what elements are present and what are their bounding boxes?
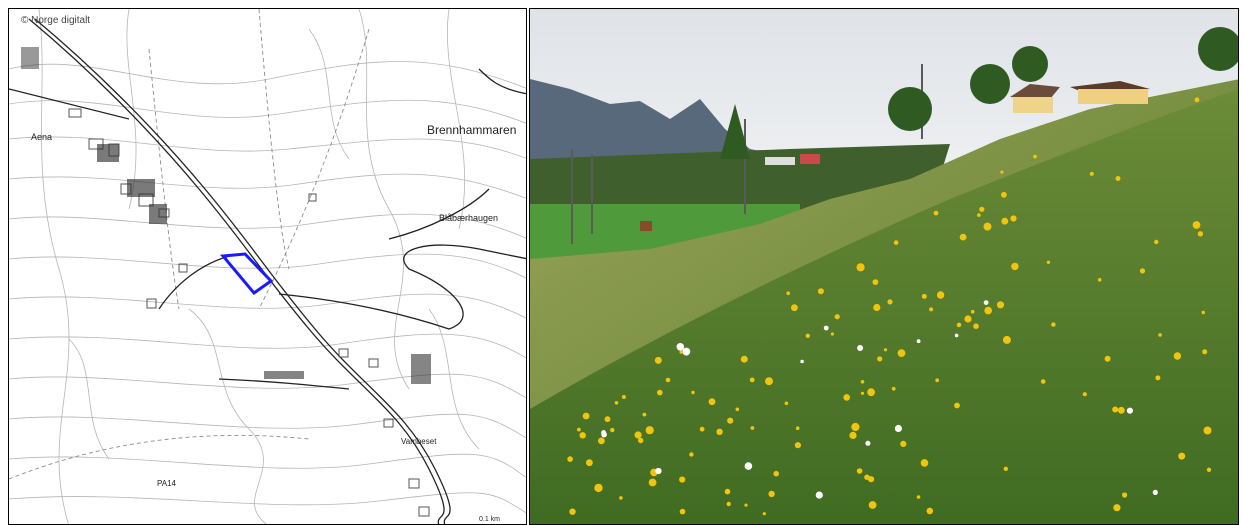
roads xyxy=(9,18,526,524)
label-blabaerhaugen: Blåbærhaugen xyxy=(439,213,498,223)
map-canvas: © Norge digitalt Brennhammaren Blåbærhau… xyxy=(9,9,526,524)
hatched-buildings xyxy=(21,47,431,384)
utility-poles xyxy=(571,64,923,244)
label-pa14: PA14 xyxy=(157,479,177,488)
trees xyxy=(720,27,1238,159)
houses xyxy=(640,81,1150,231)
label-aena: Aena xyxy=(31,132,52,142)
wildflowers xyxy=(567,97,1212,516)
label-scale: 0.1 km xyxy=(479,516,500,523)
label-brennhammaren: Brennhammaren xyxy=(427,123,516,137)
photo-canvas xyxy=(530,9,1238,524)
label-vambeset: Vambeset xyxy=(401,437,437,446)
map-copyright: © Norge digitalt xyxy=(21,15,90,26)
meadow-photo xyxy=(529,8,1239,525)
study-site-outline xyxy=(220,252,274,296)
grass-foreground xyxy=(530,89,1238,524)
paths xyxy=(9,9,370,480)
topographic-map: © Norge digitalt Brennhammaren Blåbærhau… xyxy=(8,8,527,525)
